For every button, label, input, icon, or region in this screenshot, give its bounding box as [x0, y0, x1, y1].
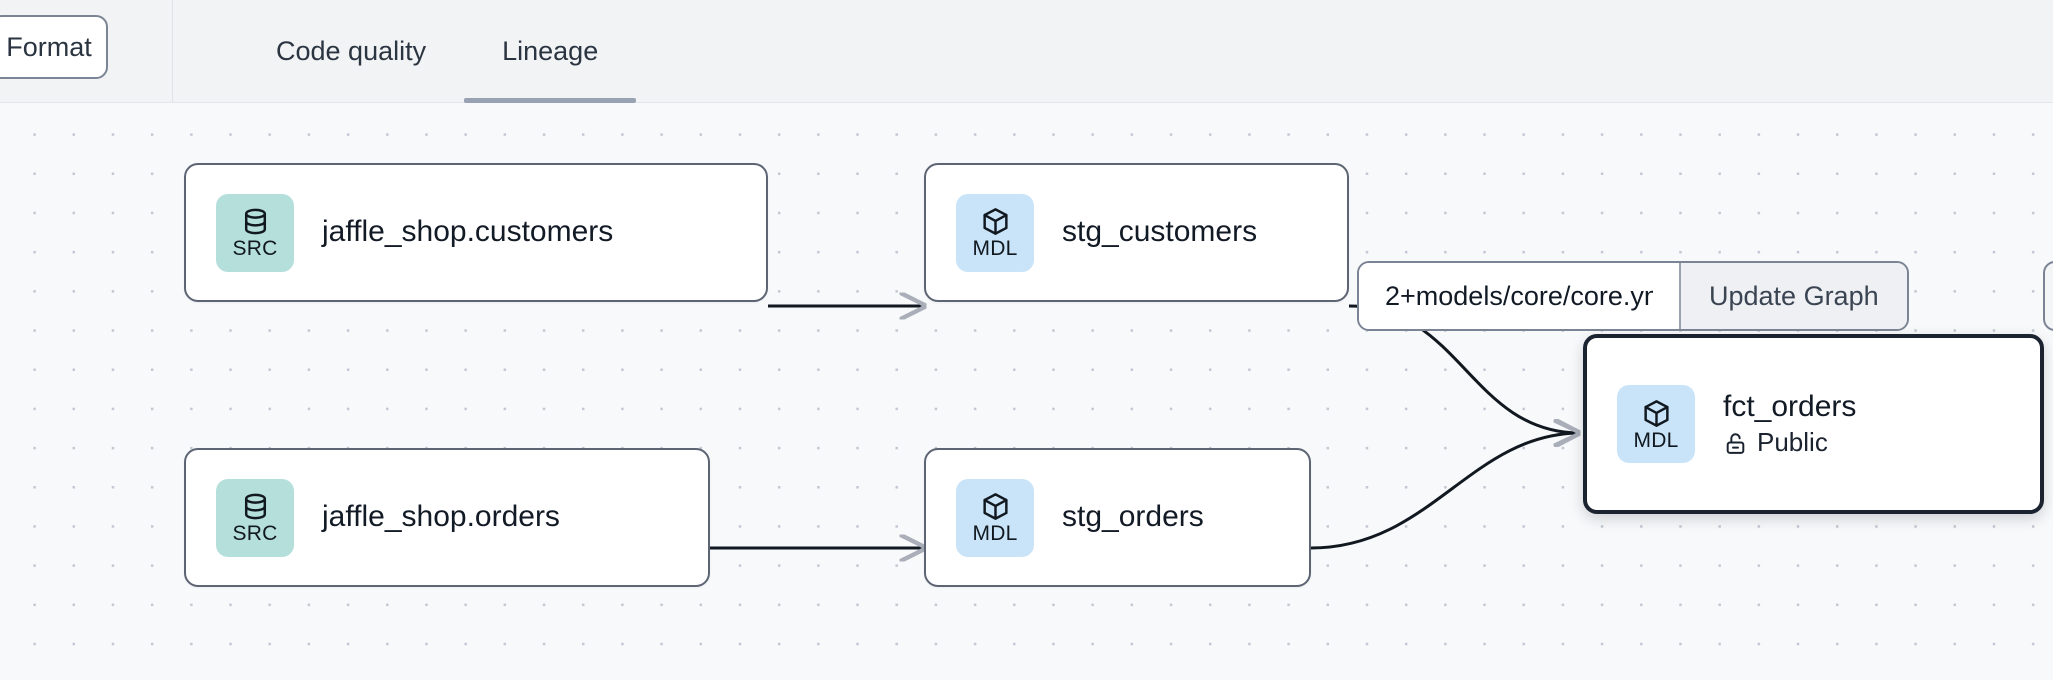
tab-code-quality[interactable]: Code quality	[238, 0, 464, 103]
node-body: fct_orders Public	[1723, 390, 1856, 458]
update-graph-button[interactable]: Update Graph	[1679, 263, 1907, 329]
node-title: stg_orders	[1062, 500, 1204, 534]
toolbar-divider	[172, 0, 173, 103]
lineage-node-jaffle-shop-customers[interactable]: SRC jaffle_shop.customers	[184, 163, 768, 302]
cube-icon	[980, 491, 1011, 522]
lineage-node-stg-customers[interactable]: MDL stg_customers	[924, 163, 1349, 302]
node-visibility-badge: Public	[1723, 427, 1856, 458]
lineage-node-jaffle-shop-orders[interactable]: SRC jaffle_shop.orders	[184, 448, 710, 587]
node-body: stg_orders	[1062, 500, 1204, 535]
lineage-node-stg-orders[interactable]: MDL stg_orders	[924, 448, 1311, 587]
node-badge-mdl: MDL	[1617, 385, 1695, 463]
node-badge-label: SRC	[232, 522, 278, 545]
tab-lineage[interactable]: Lineage	[464, 0, 637, 103]
node-title: jaffle_shop.customers	[322, 215, 614, 249]
node-badge-label: MDL	[1633, 428, 1679, 452]
lineage-node-fct-orders[interactable]: MDL fct_orders Public	[1583, 334, 2044, 514]
node-title: stg_customers	[1062, 215, 1258, 249]
cube-icon	[1641, 398, 1672, 429]
node-body: jaffle_shop.customers	[322, 215, 613, 250]
node-badge-label: SRC	[232, 237, 278, 260]
graph-selector-input[interactable]	[1359, 263, 1679, 329]
node-badge-src: SRC	[216, 478, 294, 557]
node-body: jaffle_shop.orders	[322, 500, 560, 535]
node-badge-label: MDL	[972, 522, 1018, 545]
node-badge-mdl: MDL	[956, 478, 1034, 557]
node-badge-src: SRC	[216, 193, 294, 272]
node-badge-mdl: MDL	[956, 193, 1034, 272]
database-icon	[240, 206, 271, 237]
tab-bar: Code quality Lineage	[238, 0, 637, 103]
node-badge-label: MDL	[972, 237, 1018, 260]
lineage-canvas[interactable]: SRC jaffle_shop.customers MDL stg_custo	[0, 103, 2053, 680]
format-button[interactable]: Format	[0, 15, 108, 79]
node-visibility-label: Public	[1757, 427, 1828, 458]
node-body: stg_customers	[1062, 215, 1257, 250]
cube-icon	[980, 206, 1011, 237]
toolbar: Format Code quality Lineage	[0, 0, 2053, 103]
unlock-icon	[1723, 431, 1748, 456]
node-title: fct_orders	[1723, 389, 1857, 423]
node-title: jaffle_shop.orders	[322, 500, 560, 534]
canvas-side-control-button[interactable]	[2043, 261, 2053, 331]
graph-selector-controls: Update Graph	[1357, 261, 1909, 331]
edge-stg-orders-to-fct-orders	[1310, 433, 1578, 550]
database-icon	[240, 491, 271, 522]
